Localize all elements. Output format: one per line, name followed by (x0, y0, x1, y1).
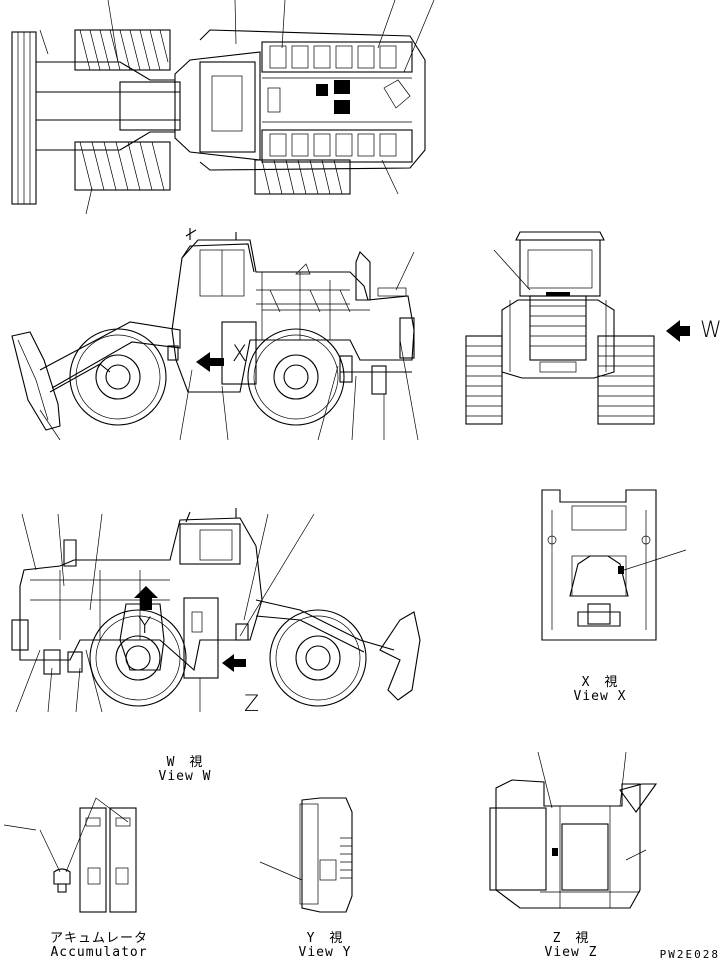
callout-y: Y (138, 614, 152, 639)
view-x (541, 489, 687, 641)
accumulator-en: Accumulator (50, 945, 148, 960)
view-z (489, 751, 658, 909)
view-y-en: View Y (298, 945, 352, 960)
rear-wheel-left-view (247, 328, 345, 426)
view-w-front (465, 231, 690, 425)
view-z-en: View Z (544, 945, 598, 960)
top-view (11, 0, 435, 215)
view-w-jp: W 視 (166, 755, 204, 770)
accumulator-jp: アキュムレータ (49, 931, 148, 946)
callout-x: X (232, 342, 248, 367)
view-x-label: X 視 View X (565, 676, 635, 704)
view-y-jp: Y 視 (306, 931, 344, 946)
view-y-label: Y 視 View Y (290, 932, 360, 960)
callout-w: W (700, 318, 722, 343)
view-w-en: View W (158, 769, 212, 784)
drawing-code: PW2E028 (659, 948, 720, 961)
view-w-label: W 視 View W (150, 756, 220, 784)
view-y (259, 797, 353, 913)
view-x-jp: X 視 (581, 675, 619, 690)
accumulator-detail (3, 797, 137, 913)
accumulator-label: アキュムレータ Accumulator (44, 932, 154, 960)
view-x-en: View X (573, 689, 627, 704)
view-z-jp: Z 視 (552, 931, 590, 946)
right-side-view (11, 508, 421, 713)
left-side-view (11, 228, 419, 441)
front-wheel-left-view (69, 328, 167, 426)
callout-z: Z (244, 692, 260, 717)
front-tire-top (74, 29, 171, 191)
view-z-label: Z 視 View Z (536, 932, 606, 960)
